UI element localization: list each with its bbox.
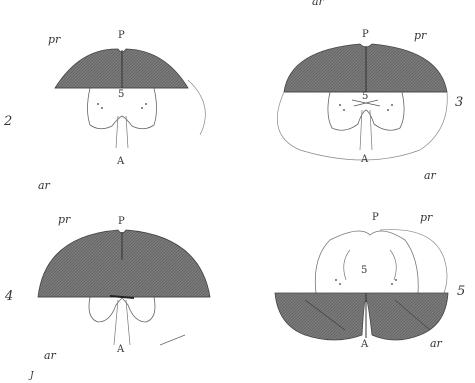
bottom-corner-label: J (30, 372, 34, 381)
panel-fig-4 (38, 230, 210, 345)
fig-3-pr-label: pr (414, 30, 426, 41)
fig-4-pr-label: pr (58, 214, 70, 225)
shaded-cap-region (38, 230, 210, 297)
fig-3-5-label: 5 (362, 92, 368, 102)
fig-5-5-label: 5 (361, 266, 367, 276)
fig-3-ar-label: ar (424, 170, 436, 181)
fig-3-A-label: A (361, 155, 368, 165)
fig-3-number: 3 (455, 96, 463, 109)
fig-4-P-label: P (118, 217, 125, 227)
top-ar-label: ar (312, 0, 324, 7)
fig-3-P-label: P (362, 30, 369, 40)
fig-5-pr-label: pr (420, 212, 432, 223)
fig-2-5-label: 5 (118, 90, 124, 100)
fig-2-pr-label: pr (48, 34, 60, 45)
body-outline (89, 297, 155, 322)
fig-2-A-label: A (117, 157, 124, 167)
upper-outline (315, 231, 418, 293)
fig-2-number: 2 (4, 115, 12, 128)
fig-5-P-label: P (372, 213, 379, 223)
fig-5-A-label: A (361, 340, 368, 350)
fig-4-A-label: A (117, 345, 124, 355)
fig-5-ar-label: ar (430, 338, 442, 349)
outer-arc (188, 80, 205, 135)
fig-5-number: 5 (457, 285, 465, 298)
panel-fig-2 (55, 49, 205, 148)
fig-2-P-label: P (118, 31, 125, 41)
panel-fig-3 (277, 44, 447, 160)
fig-4-ar-label: ar (44, 350, 56, 361)
fig-2-ar-label: ar (38, 180, 50, 191)
shaded-lower-region (275, 293, 448, 340)
fig-4-number: 4 (5, 290, 13, 303)
panel-fig-5 (275, 230, 448, 340)
